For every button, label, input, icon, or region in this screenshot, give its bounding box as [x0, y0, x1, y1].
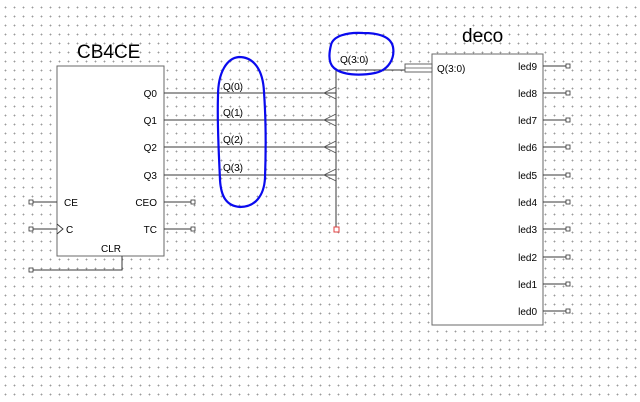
tc-terminal[interactable] — [190, 226, 196, 232]
pin-label-led5: led5 — [518, 171, 537, 182]
bus-tap-0-icon — [322, 86, 337, 100]
led4-terminal[interactable] — [565, 199, 571, 205]
bus-tap-3-icon — [322, 168, 337, 182]
annotation-circle-bus-label — [328, 31, 395, 76]
led3-terminal[interactable] — [565, 226, 571, 232]
deco-pin-led4[interactable]: led4 — [518, 198, 571, 209]
bus-tap-1-icon — [322, 113, 337, 127]
cb4ce-pin-q3[interactable]: Q3 — [144, 171, 336, 182]
bus-q[interactable]: Q(3:0) — [333, 55, 405, 233]
pin-label-ce: CE — [64, 198, 78, 209]
deco-input-label: Q(3:0) — [437, 64, 465, 75]
pin-label-c: C — [66, 225, 73, 236]
pin-label-q3: Q3 — [144, 171, 158, 182]
led7-terminal[interactable] — [565, 117, 571, 123]
deco-pin-led3[interactable]: led3 — [518, 225, 571, 236]
tap-label-q1: Q(1) — [223, 108, 243, 119]
annotation-circle-tap-labels — [216, 55, 267, 209]
ce-terminal[interactable] — [28, 199, 34, 205]
pin-label-led3: led3 — [518, 225, 537, 236]
cb4ce-body[interactable] — [56, 65, 165, 257]
bus-to-deco-wire[interactable] — [335, 69, 405, 81]
deco-pin-led0[interactable]: led0 — [518, 307, 571, 318]
pin-label-led1: led1 — [518, 280, 537, 291]
led2-terminal[interactable] — [565, 254, 571, 260]
bus-label: Q(3:0) — [340, 55, 368, 66]
pin-label-led7: led7 — [518, 116, 537, 127]
pin-label-q2: Q2 — [144, 143, 158, 154]
deco-pin-led5[interactable]: led5 — [518, 171, 571, 182]
pin-label-led8: led8 — [518, 89, 537, 100]
pin-label-led4: led4 — [518, 198, 537, 209]
deco-component[interactable]: deco Q(3:0) led9 led8 led7 led6 — [404, 26, 571, 326]
c-terminal[interactable] — [28, 226, 34, 232]
bus-tap-2-icon — [322, 140, 337, 154]
led1-terminal[interactable] — [565, 281, 571, 287]
ceo-terminal[interactable] — [190, 199, 196, 205]
led8-terminal[interactable] — [565, 90, 571, 96]
led9-terminal[interactable] — [565, 63, 571, 69]
pin-label-led0: led0 — [518, 307, 537, 318]
led0-terminal[interactable] — [565, 308, 571, 314]
cb4ce-pin-ce[interactable]: CE — [28, 198, 78, 209]
deco-pin-led9[interactable]: led9 — [518, 62, 571, 73]
deco-title: deco — [462, 26, 503, 47]
cb4ce-pin-c[interactable]: C — [28, 223, 73, 236]
pin-label-q0: Q0 — [144, 89, 158, 100]
tap-label-q0: Q(0) — [223, 82, 243, 93]
deco-input-pin[interactable]: Q(3:0) — [404, 63, 465, 75]
cb4ce-component[interactable]: CB4CE Q0 Q1 Q2 Q3 CE C — [28, 42, 336, 273]
deco-body[interactable] — [431, 53, 544, 326]
deco-pin-led1[interactable]: led1 — [518, 280, 571, 291]
pin-label-led2: led2 — [518, 253, 537, 264]
pin-label-led6: led6 — [518, 143, 537, 154]
bus-end-marker[interactable] — [333, 226, 340, 233]
deco-pin-led7[interactable]: led7 — [518, 116, 571, 127]
cb4ce-pin-clr[interactable]: CLR — [28, 244, 123, 273]
cb4ce-pin-tc[interactable]: TC — [144, 225, 196, 236]
pin-label-q1: Q1 — [144, 116, 158, 127]
pin-label-led9: led9 — [518, 62, 537, 73]
pin-label-ceo: CEO — [135, 198, 157, 209]
clr-terminal[interactable] — [28, 267, 34, 273]
clock-triangle-icon — [56, 223, 64, 235]
cb4ce-pin-q1[interactable]: Q1 — [144, 116, 336, 127]
bus-taps: Q(0) Q(1) Q(2) Q(3) — [223, 82, 337, 182]
led6-terminal[interactable] — [565, 144, 571, 150]
deco-pin-led2[interactable]: led2 — [518, 253, 571, 264]
tap-label-q3: Q(3) — [223, 163, 243, 174]
pin-label-tc: TC — [144, 225, 157, 236]
cb4ce-title: CB4CE — [77, 42, 140, 63]
pin-label-clr: CLR — [101, 244, 121, 255]
deco-pin-led8[interactable]: led8 — [518, 89, 571, 100]
deco-pin-led6[interactable]: led6 — [518, 143, 571, 154]
cb4ce-pin-ceo[interactable]: CEO — [135, 198, 196, 209]
hand-annotations — [216, 31, 395, 209]
led5-terminal[interactable] — [565, 172, 571, 178]
cb4ce-pin-q0[interactable]: Q0 — [144, 89, 336, 100]
cb4ce-pin-q2[interactable]: Q2 — [144, 143, 336, 154]
tap-label-q2: Q(2) — [223, 135, 243, 146]
